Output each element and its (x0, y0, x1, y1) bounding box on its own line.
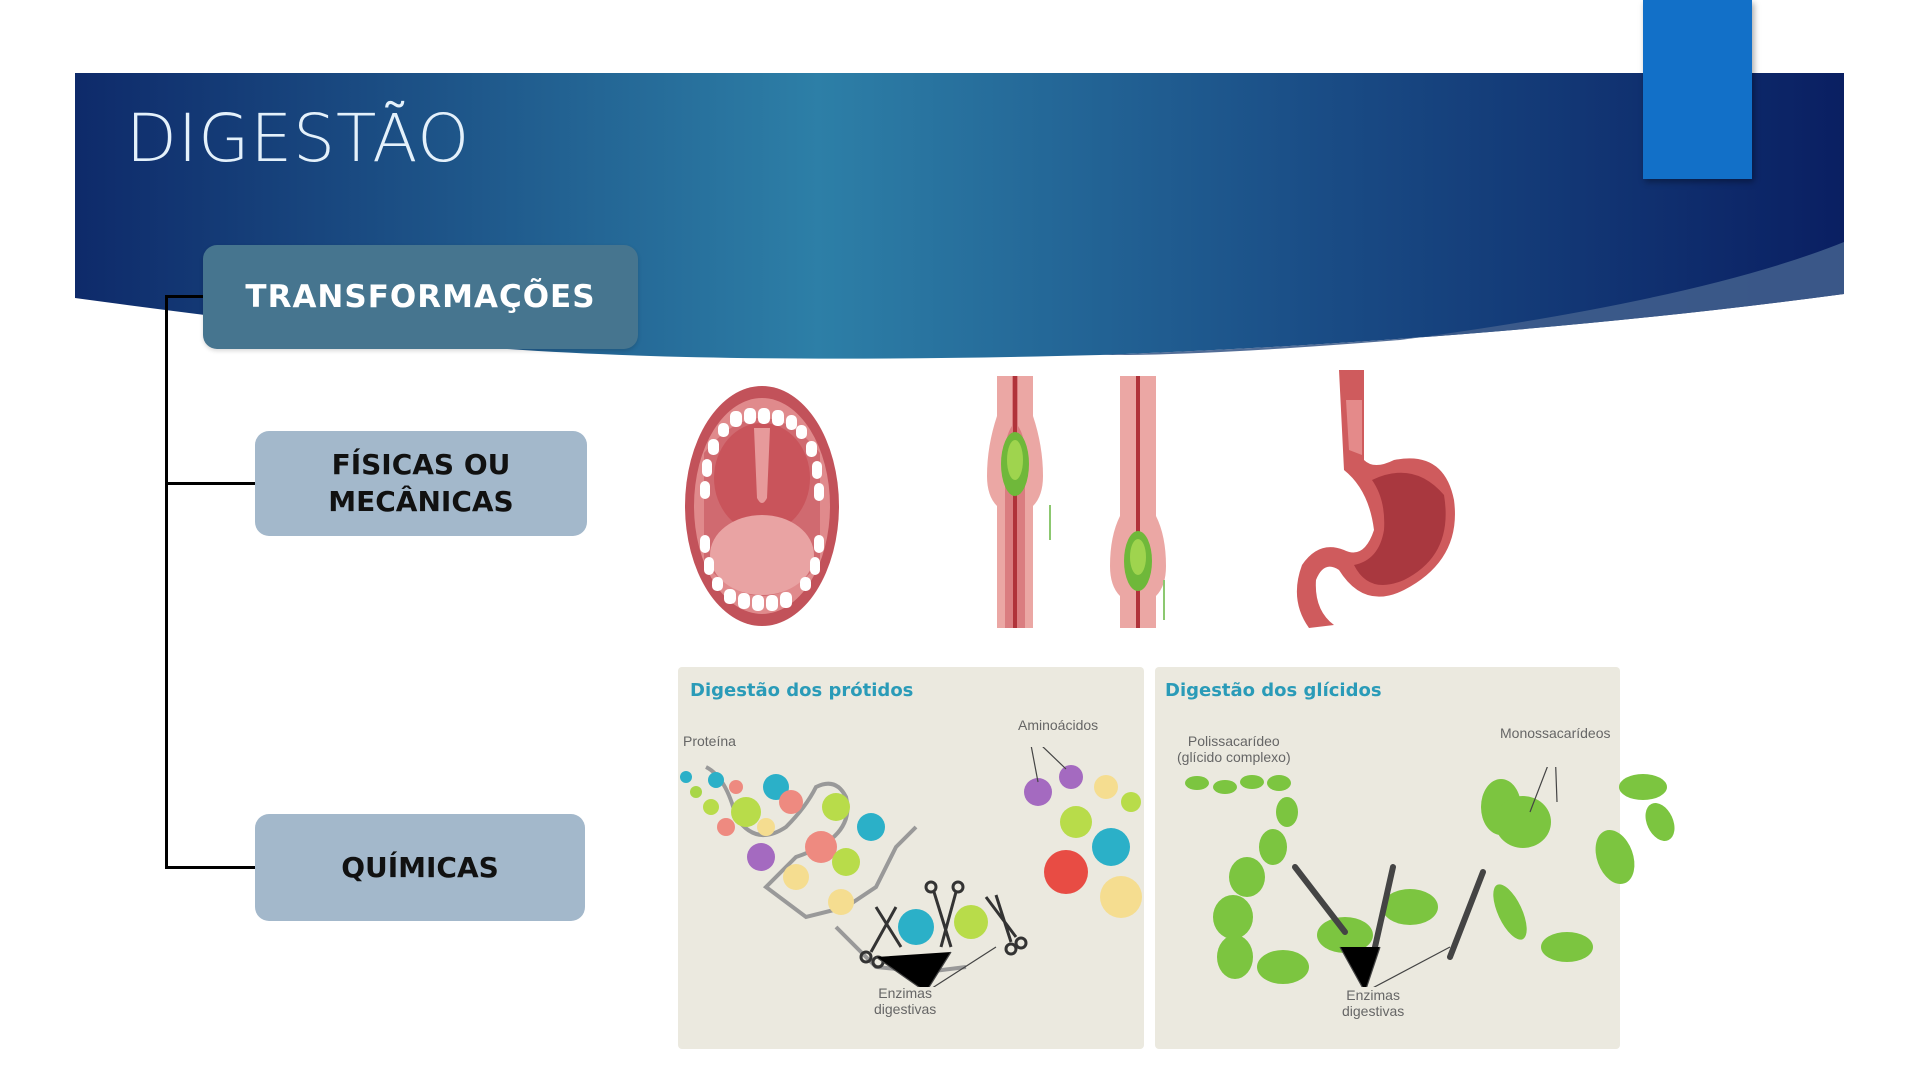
node-fisicas-mecanicas: FÍSICAS OU MECÂNICAS (255, 431, 587, 536)
connector-chemical (165, 866, 255, 869)
protein-digestion-panel: Digestão dos prótidos Proteína Aminoácid… (678, 667, 1144, 1049)
enzymes-label: Enzimas digestivas (1342, 987, 1405, 1020)
node-quimicas: QUÍMICAS (255, 814, 585, 921)
panel-title: Digestão dos prótidos (690, 680, 914, 701)
monosaccharides-label: Monossacarídeos (1500, 725, 1611, 741)
connector-vertical (165, 296, 168, 869)
esophagus-icon (987, 376, 1043, 628)
accent-tab (1643, 0, 1752, 179)
open-mouth-icon (685, 386, 839, 626)
esophagus-icon (1110, 376, 1166, 628)
protein-label: Proteína (683, 733, 736, 749)
connector-physical (165, 482, 255, 485)
protein-chain-illustration (680, 747, 1142, 987)
connector-root (165, 295, 203, 298)
polysaccharide-chain-illustration (1185, 767, 1675, 987)
down-arrow-icon (1049, 505, 1051, 540)
enzymes-label: Enzimas digestivas (874, 985, 937, 1018)
carbohydrate-digestion-panel: Digestão dos glícidos Polissacarídeo (gl… (1155, 667, 1675, 1049)
amino-acids-label: Aminoácidos (1018, 717, 1099, 733)
down-arrow-icon (1163, 580, 1165, 620)
node-transformacoes: TRANSFORMAÇÕES (203, 245, 638, 349)
panel-title: Digestão dos glícidos (1165, 680, 1382, 701)
polysaccharide-label: Polissacarídeo (glícido complexo) (1177, 733, 1291, 766)
stomach-icon (1296, 370, 1455, 628)
page-title: DIGESTÃO (126, 100, 471, 177)
